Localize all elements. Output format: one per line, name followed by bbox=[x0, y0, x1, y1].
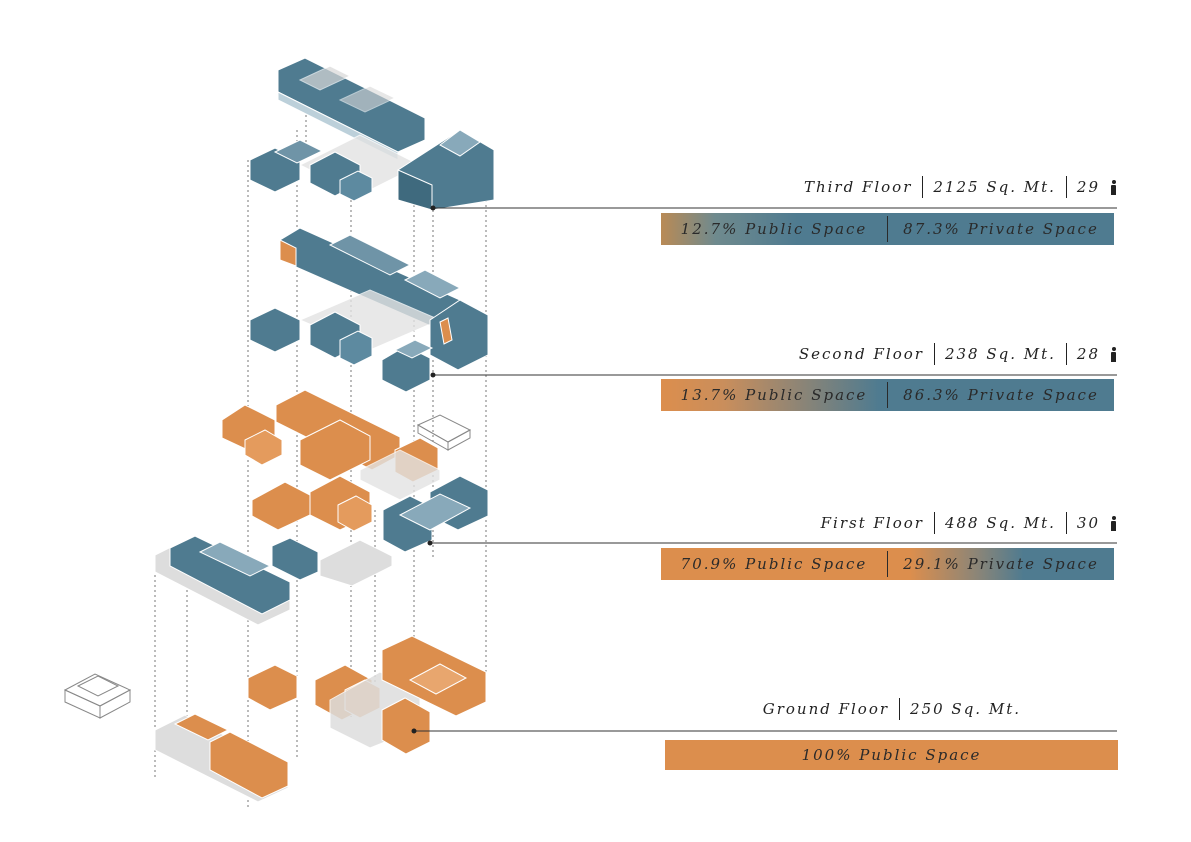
third-floor-blocks bbox=[249, 129, 495, 211]
person-icon bbox=[1110, 346, 1117, 362]
person-icon bbox=[1110, 179, 1117, 195]
floor-name: First Floor bbox=[820, 514, 924, 532]
occupant-count: 29 bbox=[1076, 178, 1100, 196]
floor-leader-lines bbox=[414, 207, 1117, 732]
public-space-label: 100% Public Space bbox=[801, 746, 982, 764]
first-floor-blocks bbox=[221, 389, 489, 553]
private-space-label: 29.1% Private Space bbox=[903, 555, 1099, 573]
floor-area: 2125 Sq. Mt. bbox=[933, 178, 1056, 196]
person-icon bbox=[1110, 515, 1117, 531]
bar-separator bbox=[887, 382, 888, 408]
third-floor-title-row: Third Floor 2125 Sq. Mt. 29 bbox=[804, 176, 1117, 198]
separator bbox=[1065, 512, 1067, 534]
separator bbox=[933, 343, 935, 365]
floor-name: Second Floor bbox=[798, 345, 924, 363]
ground-floor-space-bar: 100% Public Space bbox=[665, 740, 1118, 770]
alignment-dotted-lines bbox=[154, 90, 487, 810]
second-floor-lower-blocks bbox=[249, 289, 489, 393]
ground-floor-title-row: Ground Floor 250 Sq. Mt. bbox=[763, 698, 1021, 720]
floor-area: 488 Sq. Mt. bbox=[944, 514, 1056, 532]
third-floor-space-bar: 12.7% Public Space 87.3% Private Space bbox=[661, 213, 1114, 245]
separator bbox=[899, 698, 901, 720]
floor-name: Ground Floor bbox=[762, 700, 890, 718]
floor-area: 238 Sq. Mt. bbox=[944, 345, 1056, 363]
bar-separator bbox=[887, 216, 888, 242]
second-floor-upper-blocks bbox=[279, 227, 462, 331]
floor-area: 250 Sq. Mt. bbox=[910, 700, 1021, 718]
mezzanine-blocks bbox=[154, 535, 393, 626]
private-space-label: 87.3% Private Space bbox=[903, 220, 1099, 238]
occupant-count: 28 bbox=[1076, 345, 1100, 363]
public-space-label: 13.7% Public Space bbox=[680, 386, 868, 404]
separator bbox=[933, 512, 935, 534]
bar-separator bbox=[887, 551, 888, 577]
second-floor-title-row: Second Floor 238 Sq. Mt. 28 bbox=[799, 343, 1117, 365]
second-floor-space-bar: 13.7% Public Space 86.3% Private Space bbox=[661, 379, 1114, 411]
separator bbox=[922, 176, 924, 198]
separator bbox=[1065, 176, 1067, 198]
first-floor-space-bar: 70.9% Public Space 29.1% Private Space bbox=[661, 548, 1114, 580]
stair-wireframe bbox=[416, 414, 472, 451]
public-space-label: 70.9% Public Space bbox=[680, 555, 868, 573]
entrance-wireframe bbox=[63, 673, 132, 719]
separator bbox=[1065, 343, 1067, 365]
floor-name: Third Floor bbox=[803, 178, 913, 196]
first-floor-title-row: First Floor 488 Sq. Mt. 30 bbox=[821, 512, 1117, 534]
ground-floor-blocks bbox=[154, 635, 487, 803]
private-space-label: 86.3% Private Space bbox=[903, 386, 1099, 404]
occupant-count: 30 bbox=[1076, 514, 1100, 532]
public-space-label: 12.7% Public Space bbox=[680, 220, 868, 238]
floor-anchor-dots bbox=[411, 205, 436, 734]
